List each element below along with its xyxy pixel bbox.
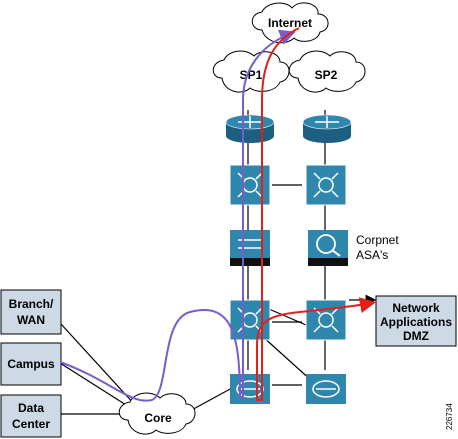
layer3-switch-icon: [305, 164, 347, 206]
core-cloud: Core: [118, 392, 196, 435]
purple-traffic-path: [59, 29, 296, 402]
sp2-cloud: SP2: [288, 50, 366, 93]
internet-label: Internet: [268, 16, 312, 30]
branch-label-line2: WAN: [17, 313, 45, 327]
core-label: Core: [144, 411, 172, 425]
layer3-switch-icon: [229, 164, 271, 206]
sp1-label: SP1: [240, 68, 263, 82]
router-icon: [302, 114, 352, 143]
branch-label-line1: Branch/: [9, 297, 54, 311]
network-applications-dmz-box: Network Applications DMZ: [375, 295, 457, 347]
campus-box: Campus: [0, 342, 62, 386]
asa-firewall-icon: [308, 230, 348, 266]
datacenter-label-line2: Center: [12, 417, 50, 431]
netapps-label-line3: DMZ: [403, 329, 429, 343]
campus-label: Campus: [7, 357, 55, 371]
branch-wan-box: Branch/ WAN: [0, 289, 62, 335]
corpnet-label-line1: Corpnet: [356, 233, 399, 247]
content-switch-icon: [306, 374, 346, 404]
netapps-label-line1: Network: [392, 301, 440, 315]
red-traffic-path: [256, 27, 376, 401]
firewall-icon: [230, 230, 270, 266]
content-switch-icon: [230, 374, 270, 404]
internet-cloud: Internet: [251, 2, 329, 44]
datacenter-label-line1: Data: [18, 401, 44, 415]
sp2-label: SP2: [315, 68, 338, 82]
data-center-box: Data Center: [0, 394, 62, 438]
sp1-cloud: SP1: [212, 50, 290, 93]
figure-id: 226734: [445, 403, 454, 430]
corpnet-label-line2: ASA's: [356, 248, 388, 262]
router-icon: [225, 114, 275, 143]
netapps-label-line2: Applications: [380, 315, 452, 329]
layer3-switch-icon: [229, 299, 271, 341]
layer3-switch-icon: [305, 299, 347, 341]
